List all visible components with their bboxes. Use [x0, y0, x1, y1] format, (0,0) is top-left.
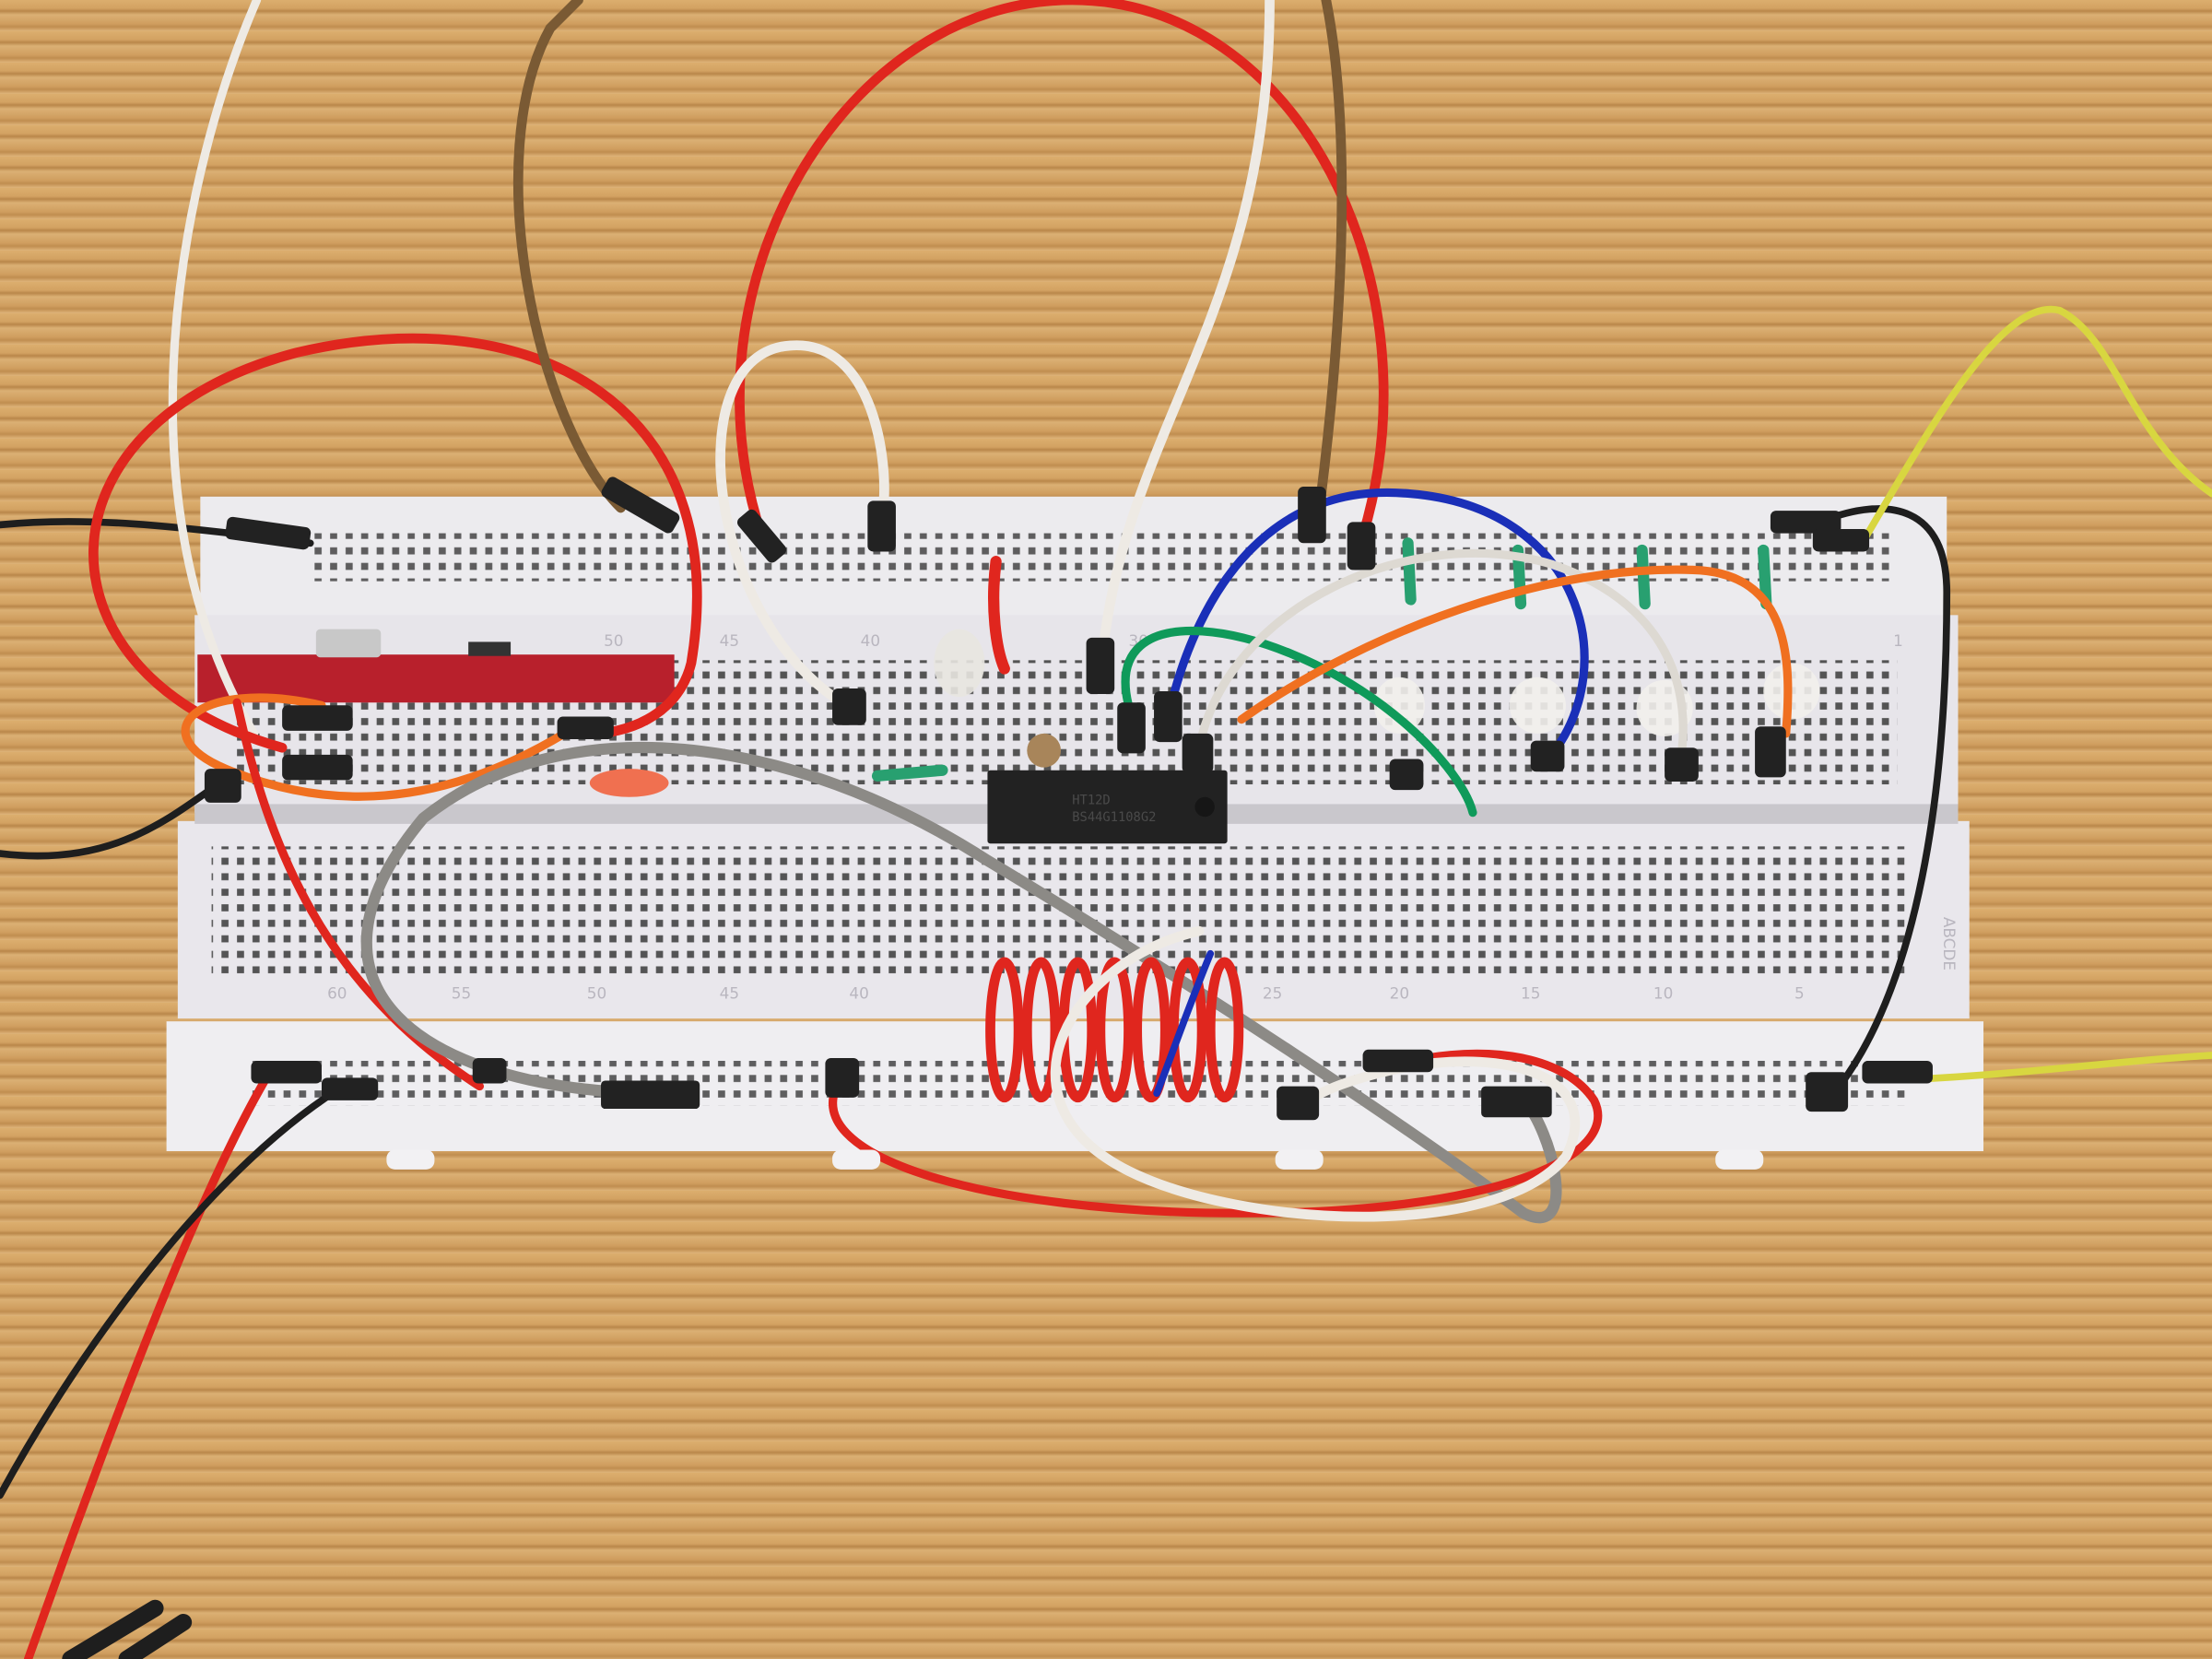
col-number: 1	[1893, 631, 1903, 650]
chip-code: BS44G1108G2	[1072, 810, 1156, 825]
col-number: 25	[1263, 984, 1282, 1003]
led	[934, 629, 985, 698]
col-number: 50	[587, 984, 606, 1003]
leds	[934, 629, 1820, 768]
col-number: 60	[327, 984, 347, 1003]
ic-chip: HT12D BS44G1108G2	[987, 770, 1228, 844]
col-number: 5	[1794, 984, 1805, 1003]
row-letters: ABCDE	[1940, 917, 1959, 971]
wire-connectors	[204, 477, 1933, 1121]
chip-label: HT12D	[1072, 793, 1110, 807]
column-numbers-bottom: 60 55 50 45 40 25 20 15 10 5	[327, 984, 1805, 1003]
col-number: 55	[452, 984, 471, 1003]
breadboard-feet	[386, 1149, 1764, 1170]
col-number: 10	[1653, 984, 1673, 1003]
col-number: 15	[1521, 984, 1540, 1003]
col-number: 40	[849, 984, 868, 1003]
photoresistor	[1027, 733, 1062, 768]
coil	[985, 957, 1244, 1103]
col-number: 45	[720, 984, 739, 1003]
col-number: 50	[604, 631, 623, 650]
col-number: 40	[861, 631, 880, 650]
col-number: 45	[720, 631, 739, 650]
led	[1509, 677, 1566, 734]
col-number: 20	[1390, 984, 1409, 1003]
led	[1373, 677, 1425, 734]
